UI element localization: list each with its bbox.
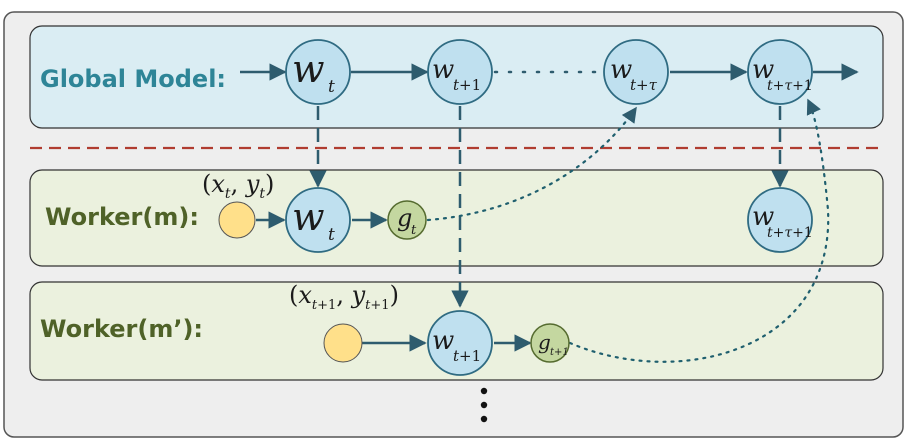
node-w-t-worker-m: w t	[285, 187, 351, 253]
input-label-m: (xt, yt)	[202, 170, 274, 202]
data-sample-m	[218, 201, 256, 239]
svg-text:(xt+1, yt+1): (xt+1, yt+1)	[289, 281, 399, 313]
svg-text:w: w	[752, 202, 774, 232]
node-w-t-global: w t	[285, 39, 351, 105]
node-w-t-plus-tau-plus-1-worker-m: w t+τ+1	[747, 187, 813, 253]
svg-text:w: w	[752, 55, 774, 85]
node-g-t-plus-1: g t+1	[530, 323, 570, 363]
svg-text:w: w	[432, 326, 454, 356]
svg-text:w: w	[292, 47, 325, 91]
svg-text:t+τ+1: t+τ+1	[767, 225, 813, 241]
more-workers-ellipsis	[480, 387, 488, 423]
data-sample-m-prime	[323, 323, 363, 363]
svg-text:w: w	[610, 55, 632, 85]
worker-m-lane	[29, 169, 884, 267]
svg-text:g: g	[397, 204, 412, 232]
worker-m-prime-label: Worker(m’):	[40, 315, 203, 343]
node-w-t-plus-1-worker-m-prime: w t+1	[427, 310, 493, 376]
svg-text:t+1: t+1	[453, 347, 481, 365]
push-gt-to-wttau	[426, 106, 638, 222]
global-model-label: Global Model:	[40, 65, 226, 93]
worker-m-label: Worker(m):	[45, 203, 199, 231]
svg-text:g: g	[538, 330, 551, 354]
svg-text:t: t	[411, 223, 417, 238]
input-label-m-prime: (xt+1, yt+1)	[289, 281, 399, 313]
svg-text:t+1: t+1	[453, 76, 481, 94]
node-w-t-plus-tau: w t+τ	[603, 39, 669, 105]
node-w-t-plus-1-global: w t+1	[427, 39, 493, 105]
svg-text:t: t	[328, 225, 335, 245]
svg-text:t+1: t+1	[550, 347, 569, 358]
svg-text:w: w	[432, 55, 454, 85]
svg-text:t+τ: t+τ	[630, 76, 658, 94]
svg-text:t: t	[328, 77, 335, 97]
svg-text:(xt, yt): (xt, yt)	[202, 170, 274, 202]
svg-text:t+τ+1: t+τ+1	[767, 78, 813, 94]
node-w-t-plus-tau-plus-1-global: w t+τ+1	[747, 39, 813, 105]
node-g-t: g t	[387, 200, 427, 240]
svg-text:w: w	[292, 195, 325, 239]
